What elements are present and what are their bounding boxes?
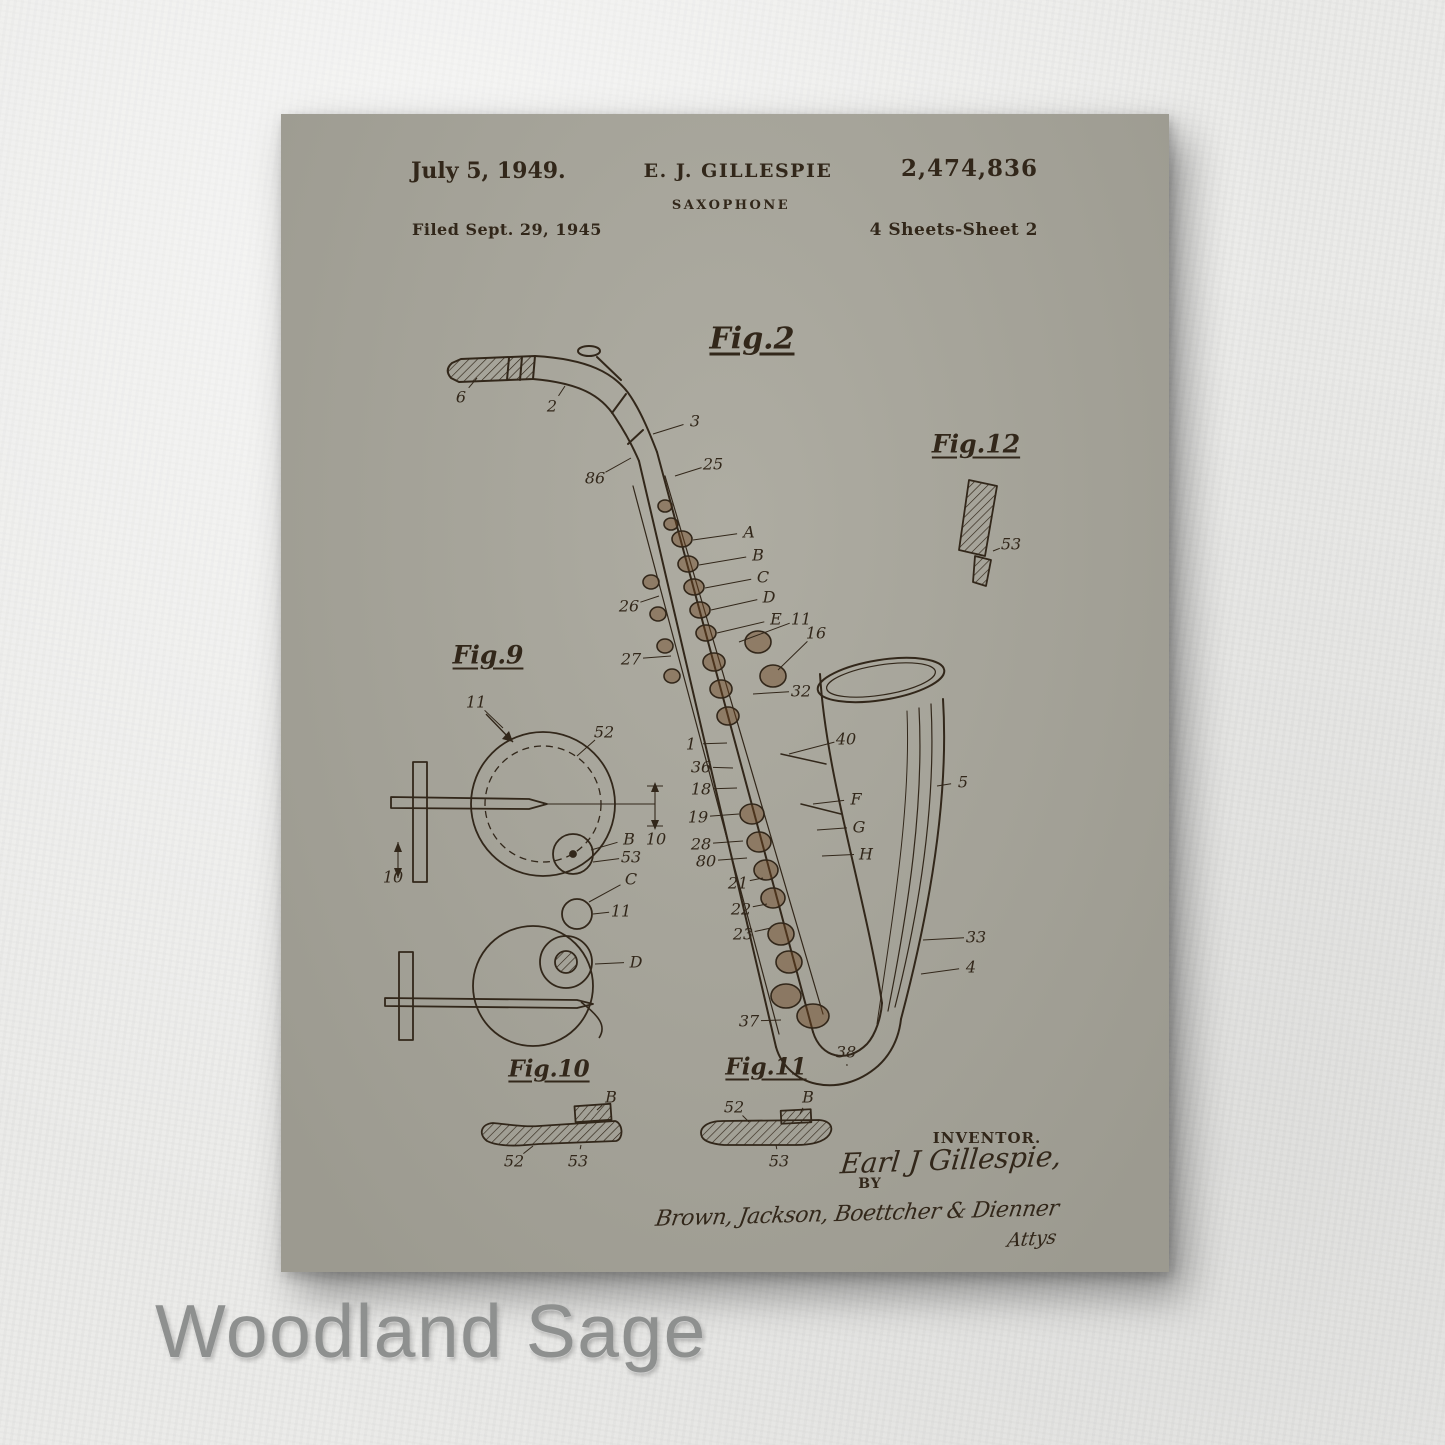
fig10-drawing [480,1102,623,1147]
reference-numeral: B [752,545,764,565]
reference-numeral: 33 [965,927,987,947]
reference-numeral: D [629,952,643,972]
reference-numeral: 21 [727,873,749,893]
patent-title: SAXOPHONE [671,198,791,213]
reference-numeral: 53 [1000,534,1022,554]
fig11-drawing [700,1108,833,1146]
reference-numeral: G [852,817,866,837]
reference-numeral: 52 [723,1097,745,1117]
reference-numeral: 2 [546,396,558,416]
patent-date: July 5, 1949. [411,158,566,184]
reference-numeral: 10 [645,829,667,849]
reference-numeral: E [770,609,782,629]
patent-drawing-svg [384,345,1000,1154]
reference-numeral: 37 [738,1011,760,1031]
reference-numeral: 38 [835,1042,857,1062]
reference-numeral: 52 [503,1151,525,1171]
reference-numeral: C [624,869,638,889]
figure-label-2: Fig.2 [709,321,795,357]
inventor-label: INVENTOR. [932,1129,1042,1147]
reference-numeral: 11 [465,692,487,712]
by-label: BY [858,1176,882,1192]
reference-numeral: 1 [685,734,697,754]
reference-numeral: A [743,522,755,542]
reference-numeral: 40 [835,729,857,749]
reference-numeral: 18 [690,779,712,799]
reference-numeral: 86 [584,468,606,488]
saxophone-key-cups [642,499,830,1029]
reference-numeral: D [762,587,776,607]
reference-numeral: 53 [620,847,642,867]
reference-numeral: B [802,1087,814,1107]
reference-numeral: C [756,567,770,587]
reference-numeral: 26 [618,596,640,616]
patent-sheet-info: 4 Sheets-Sheet 2 [869,220,1038,240]
reference-numeral: 53 [567,1151,589,1171]
reference-numeral: B [605,1087,617,1107]
figure-label-9: Fig.9 [452,640,524,670]
reference-numeral: 11 [790,609,812,629]
reference-numeral: B [623,829,635,849]
reference-numeral: 25 [702,454,724,474]
saxophone-drawing [446,345,946,1087]
reference-numeral: 28 [690,834,712,854]
reference-numeral: 23 [732,924,754,944]
reference-numeral: 3 [689,411,701,431]
patent-number: 2,474,836 [900,155,1038,182]
fig9-drawing [384,713,663,1047]
reference-numeral: 52 [593,722,615,742]
reference-numeral: 22 [730,899,752,919]
reference-numeral: 16 [805,623,827,643]
patent-poster: July 5, 1949. E. J. GILLESPIE 2,474,836 … [281,114,1169,1272]
figure-label-10: Fig.10 [508,1055,590,1083]
reference-numeral: 10 [382,867,404,887]
fig12-drawing [958,479,998,587]
reference-numeral: 11 [610,901,632,921]
patent-inventor-name: E. J. GILLESPIE [643,160,833,182]
reference-numeral: 32 [790,681,812,701]
colorway-label: Woodland Sage [155,1289,707,1373]
reference-numeral: H [859,844,873,864]
figure-label-12: Fig.12 [931,429,1021,459]
leader-lines [468,377,1000,1154]
figure-label-11: Fig.11 [725,1053,807,1081]
reference-numeral: F [850,789,862,809]
patent-filed-date: Filed Sept. 29, 1945 [412,220,602,239]
reference-numeral: 27 [620,649,642,669]
reference-numeral: 19 [687,807,709,827]
reference-numeral: 5 [957,772,969,792]
reference-numeral: 36 [690,757,712,777]
reference-numeral: 6 [455,387,467,407]
reference-numeral: 53 [768,1151,790,1171]
reference-numeral: 4 [965,957,977,977]
reference-numeral: 80 [695,851,717,871]
